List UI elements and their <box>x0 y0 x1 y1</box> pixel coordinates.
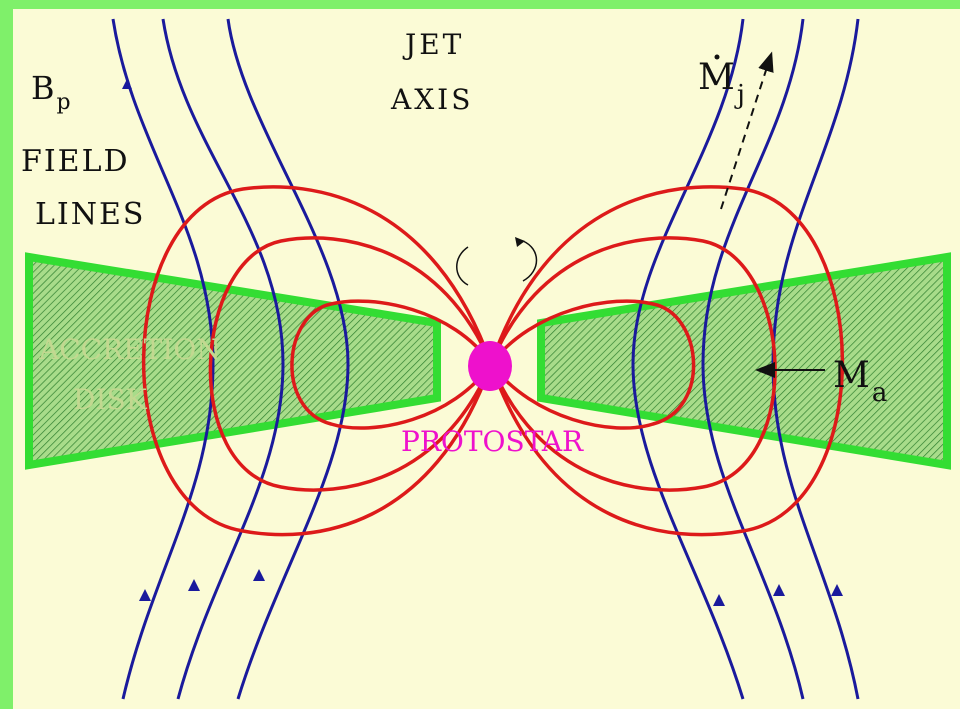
mj-dot <box>714 54 720 60</box>
diagram-panel: Bp FIELD LINES JET AXIS Mj Ma ACCRETION … <box>13 9 960 709</box>
field-line-arrows-left <box>122 79 265 601</box>
arrow-icon <box>253 569 265 581</box>
field-line <box>226 18 350 700</box>
arrow-icon <box>773 584 785 596</box>
rotation-indicator <box>456 237 538 286</box>
field-line <box>111 18 215 700</box>
ma-label: Ma <box>833 355 887 408</box>
field-lines-label-1: FIELD <box>21 144 130 179</box>
protostar-label: PROTOSTAR <box>401 425 584 458</box>
field-loop-left-middle <box>208 236 493 492</box>
field-line <box>631 18 745 700</box>
field-line <box>161 18 285 700</box>
arrow-icon <box>831 584 843 596</box>
accretion-disk-left <box>25 252 441 470</box>
arrow-icon <box>188 579 200 591</box>
protostar-jet-diagram: Bp FIELD LINES JET AXIS Mj Ma ACCRETION … <box>21 18 951 700</box>
mj-label: Mj <box>698 57 745 110</box>
disk-label-1: ACCRETION <box>38 333 221 366</box>
protostar-icon <box>468 341 512 391</box>
field-loop-left-inner <box>290 299 494 430</box>
accretion-disk-right <box>537 252 951 470</box>
rotation-arrow-icon <box>515 237 525 247</box>
jet-outflow-arrow <box>720 51 774 210</box>
field-loop-right-inner <box>488 299 696 430</box>
arrow-icon <box>139 589 151 601</box>
field-loop-left-outer <box>141 185 493 537</box>
field-loops <box>141 185 845 537</box>
field-loop-right-outer <box>489 185 845 537</box>
field-lines-label-2: LINES <box>35 197 145 232</box>
bp-label: Bp <box>31 69 71 115</box>
field-line-arrows-right <box>713 584 843 606</box>
field-line <box>701 18 805 700</box>
disk-label-2: DISK <box>73 383 148 416</box>
arrow-icon <box>122 79 132 89</box>
jet-axis-label-1: JET <box>402 28 464 61</box>
jet-axis-label-2: AXIS <box>390 83 473 116</box>
rotation-arc-right <box>522 240 538 282</box>
accretion-disk <box>25 252 951 470</box>
arrow-icon <box>713 594 725 606</box>
rotation-arc-left <box>456 246 469 286</box>
field-lines-left <box>111 18 350 700</box>
